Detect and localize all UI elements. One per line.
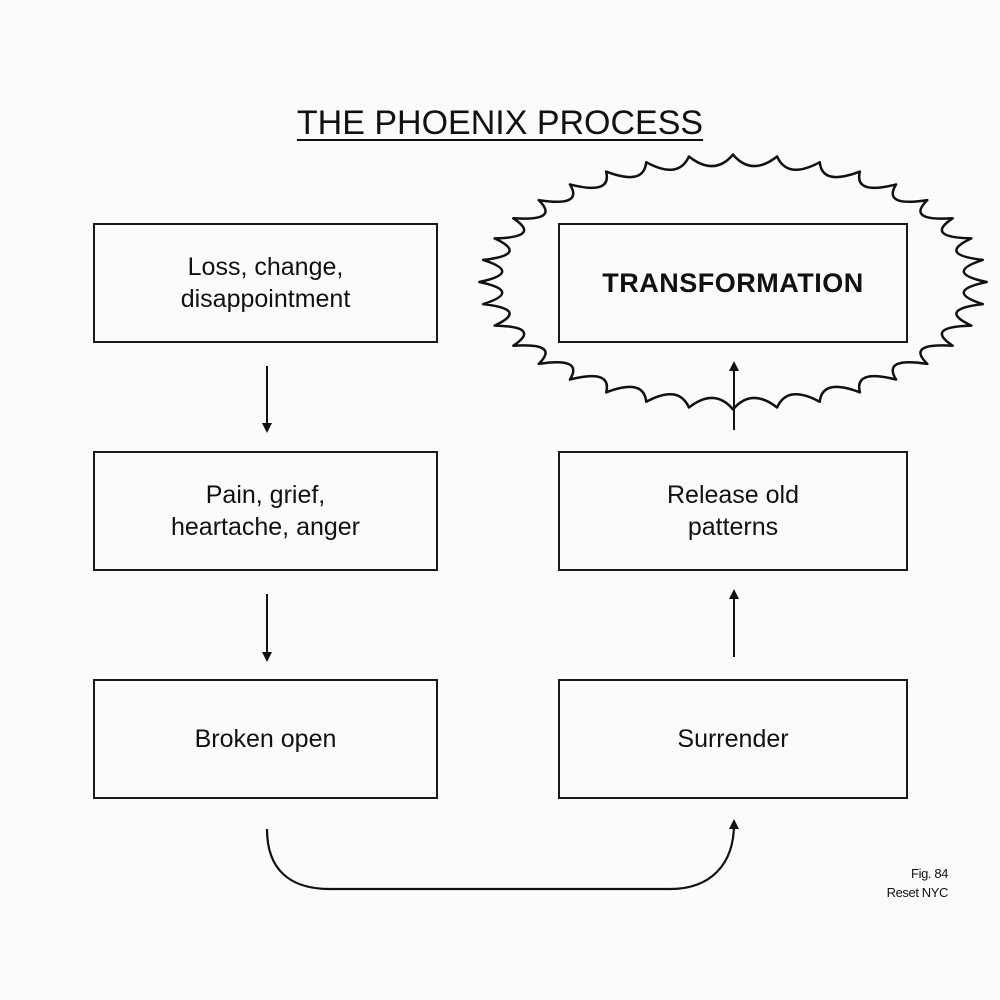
caption-figure-number: Fig. 84 <box>911 866 948 881</box>
caption-source: Reset NYC <box>886 885 949 900</box>
diagram-title: THE PHOENIX PROCESS <box>296 104 704 142</box>
figure-caption: Fig. 84 Reset NYC <box>886 864 949 902</box>
node-surrender-label: Surrender <box>677 725 789 753</box>
node-pain: Pain, grief, heartache, anger <box>93 451 438 571</box>
node-release-line1: Release old <box>666 481 800 509</box>
node-loss-line1: Loss, change, <box>187 253 344 281</box>
node-loss-line2: disappointment <box>180 285 351 313</box>
starburst-outline <box>478 153 988 411</box>
node-release-line2: patterns <box>687 513 779 541</box>
node-broken-open: Broken open <box>93 679 438 799</box>
node-release: Release old patterns <box>558 451 908 571</box>
node-surrender: Surrender <box>558 679 908 799</box>
arrow-broken-to-surrender <box>265 819 739 891</box>
node-loss: Loss, change, disappointment <box>93 223 438 343</box>
node-transformation: TRANSFORMATION <box>558 223 908 343</box>
node-transformation-label: TRANSFORMATION <box>602 268 864 298</box>
node-pain-line2: heartache, anger <box>170 513 361 541</box>
node-broken-label: Broken open <box>194 725 337 753</box>
node-pain-line1: Pain, grief, <box>205 481 326 509</box>
